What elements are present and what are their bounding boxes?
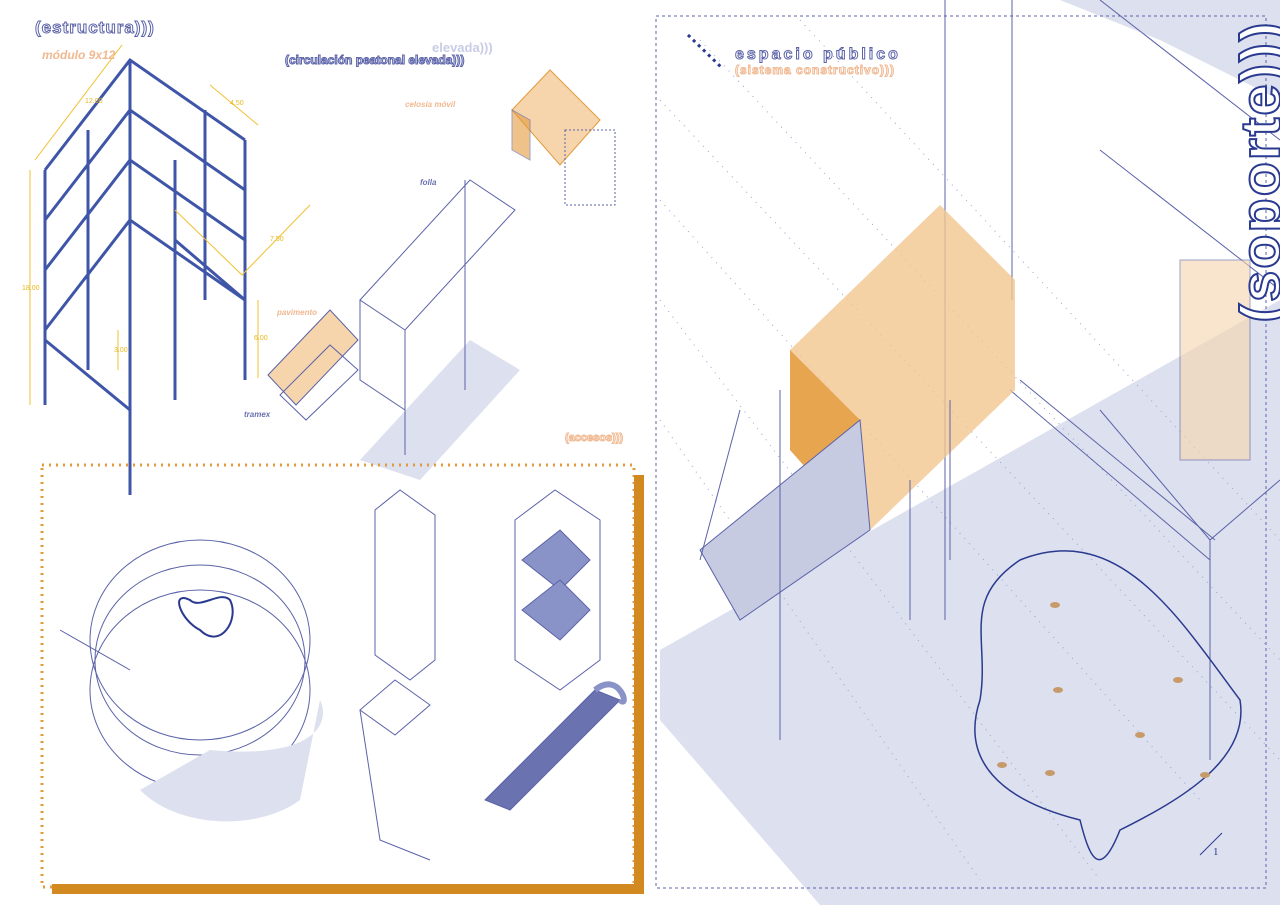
walkway-exploded: [267, 69, 616, 455]
elevated-walkway: [699, 205, 1015, 740]
dimension-lines: [29, 44, 311, 405]
module-label: módulo 9x12: [42, 48, 116, 62]
dim-12: 12.00: [85, 98, 103, 105]
pavimento-label: pavimento: [277, 308, 318, 317]
public-space-frame: [655, 15, 1267, 889]
title-mark: [686, 33, 724, 70]
park-path: [974, 550, 1242, 861]
spiral-ramp: [59, 539, 323, 822]
page-number-slash: [1199, 832, 1223, 856]
accesos-shadow: [52, 884, 644, 894]
tramex-label: tramex: [244, 410, 271, 419]
accesos-title: (accesos))): [564, 432, 624, 445]
dim-18: 18.00: [22, 285, 40, 292]
circulation-echo: elevada))): [432, 40, 493, 55]
public-space-ground: [360, 0, 1280, 905]
folla-label: folla: [420, 178, 437, 187]
page-number: 1: [1213, 846, 1219, 858]
circulation-title: (circulación peatonal elevada))): [284, 53, 465, 68]
structure-title: (estructura))): [35, 18, 155, 38]
dim-4-50: 4.50: [230, 100, 244, 107]
stepping-stones: [997, 602, 1210, 778]
celosia-label: celosía móvil: [405, 100, 456, 109]
access-tower: [359, 489, 627, 861]
dim-3: 3.00: [114, 347, 128, 354]
site-grid: [659, 19, 1280, 881]
public-space-subtitle: (sistema constructivo))): [734, 63, 896, 78]
public-space-title: espacio público: [735, 46, 901, 64]
accesos-frame: [40, 463, 636, 889]
dim-6: 6.00: [254, 335, 268, 342]
dim-7-50: 7.50: [270, 236, 284, 243]
shadow-walkway: [360, 340, 520, 480]
structure-frame: [43, 57, 247, 495]
soporte-title: (soporte))): [1228, 20, 1280, 324]
